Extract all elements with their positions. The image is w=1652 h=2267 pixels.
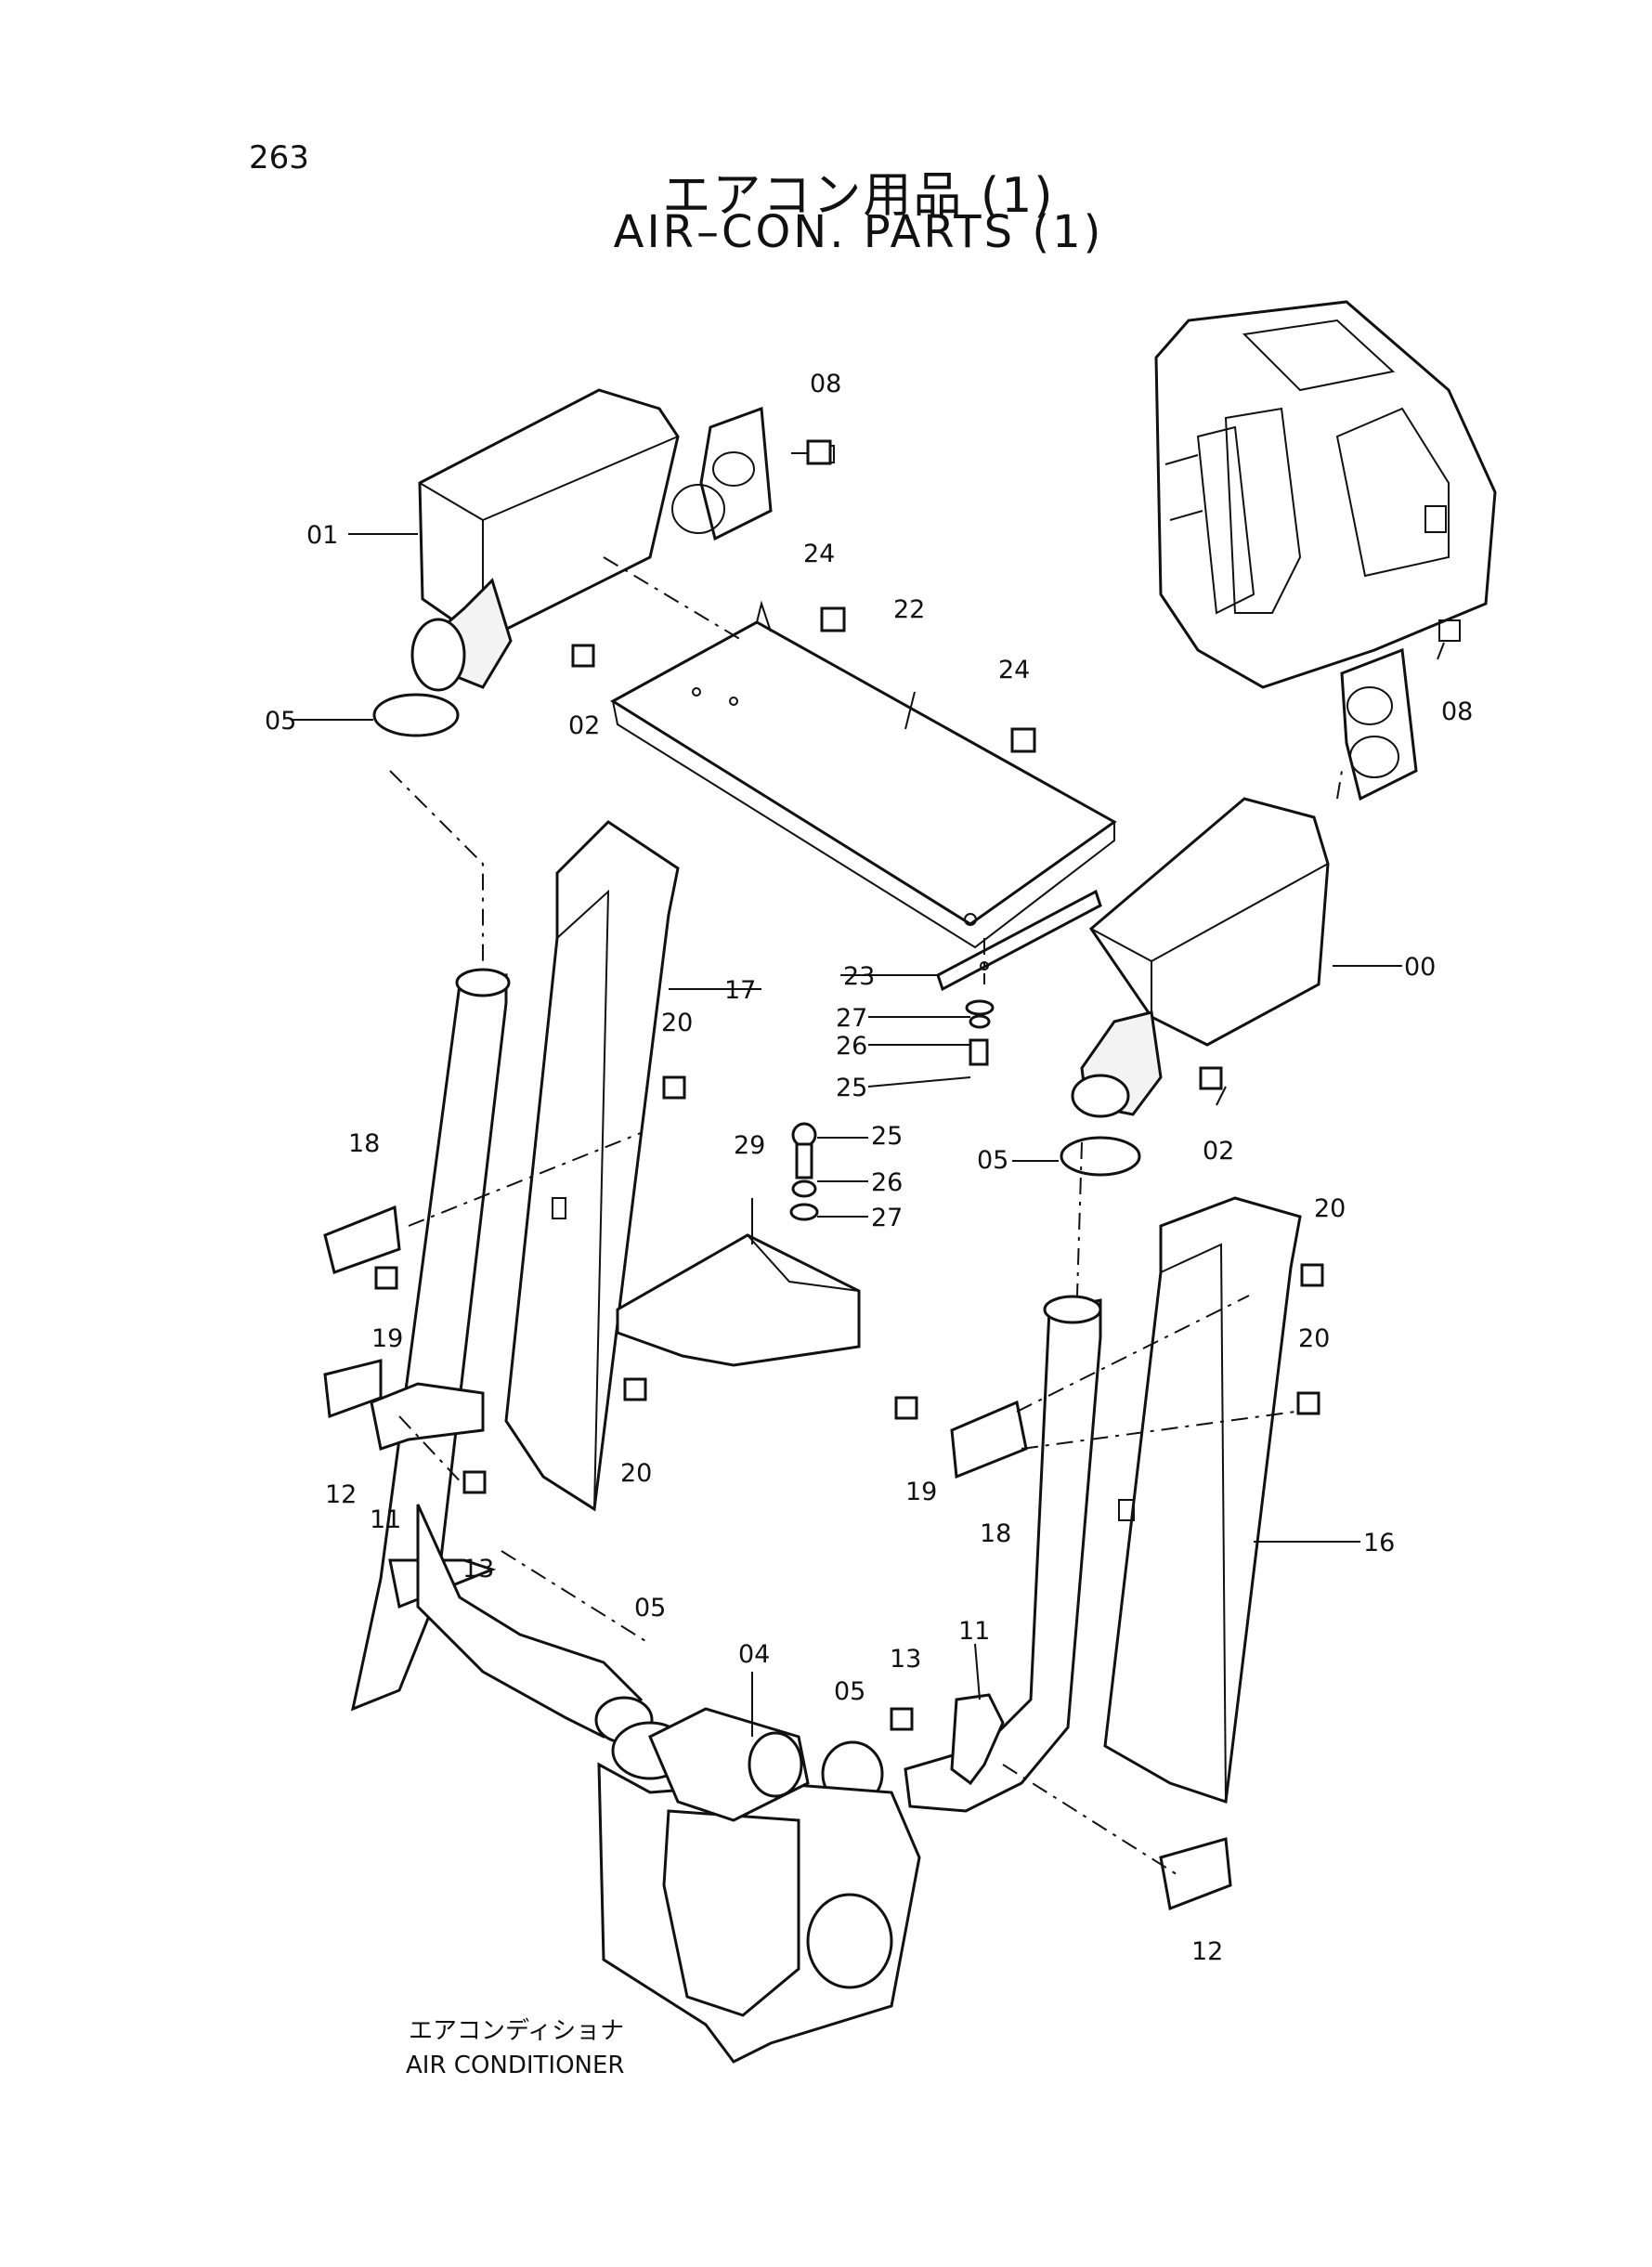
callout-17: 17 (724, 976, 756, 1005)
callout-11-right: 11 (958, 1617, 990, 1646)
callout-11-left: 11 (370, 1505, 401, 1534)
callout-23: 23 (843, 962, 875, 991)
cover-17 (504, 820, 680, 1512)
leader-lines (293, 533, 1402, 1737)
callout-20-upper: 20 (661, 1009, 693, 1037)
callout-20-right-upper: 20 (1314, 1194, 1346, 1223)
callout-26-lower: 26 (871, 1168, 903, 1197)
clamp-05-right (1060, 1136, 1141, 1177)
clip-11-right (950, 1693, 1005, 1786)
callout-labels: 00 01 02 02 04 05 05 05 05 08 08 11 11 1… (265, 370, 1473, 1966)
callout-12-left: 12 (325, 1480, 357, 1509)
callout-02-right: 02 (1203, 1137, 1234, 1166)
callout-27-upper: 27 (836, 1004, 867, 1033)
bracket-18-right (950, 1400, 1028, 1479)
callout-05-lower-left: 05 (634, 1594, 666, 1622)
air-conditioner-unit (597, 1707, 921, 2064)
callout-25-upper: 25 (836, 1074, 867, 1102)
page-number: 263 (249, 139, 309, 176)
bracket-29 (616, 1233, 861, 1367)
callout-25-lower: 25 (871, 1122, 903, 1151)
cover-16 (1103, 1196, 1302, 1804)
callout-24-upper: 24 (803, 540, 835, 568)
callout-19-right: 19 (905, 1478, 937, 1506)
duct-01 (410, 388, 680, 692)
callout-13-right: 13 (890, 1645, 921, 1674)
tray-22 (610, 600, 1117, 949)
callout-08-upper: 08 (810, 370, 841, 398)
callout-05-lower-mid: 05 (834, 1677, 865, 1706)
page-title-japanese: エアコン用品 (1) (662, 168, 1055, 224)
callout-20-right-lower: 20 (1298, 1324, 1330, 1353)
callout-01: 01 (306, 521, 338, 550)
callout-26-upper: 26 (836, 1032, 867, 1061)
plate-08-upper (671, 406, 835, 541)
callout-13-left: 13 (462, 1555, 494, 1583)
caption-japanese: エアコンディショナ (409, 2017, 624, 2045)
connector-lines (389, 556, 1343, 1877)
callout-05-upper: 05 (265, 707, 296, 736)
page-title-english: AIR–CON. PARTS (1) (613, 206, 1104, 258)
callout-04: 04 (738, 1640, 770, 1669)
plate-08-right (1340, 619, 1461, 801)
callout-20-mid: 20 (620, 1459, 652, 1488)
callout-00: 00 (1404, 953, 1436, 982)
duct-00 (1071, 797, 1330, 1118)
callout-18-left: 18 (348, 1129, 380, 1158)
callout-24-right: 24 (998, 656, 1030, 684)
callout-16: 16 (1363, 1529, 1395, 1557)
pipe-right (904, 1295, 1102, 1813)
callout-12-right: 12 (1191, 1937, 1223, 1966)
callout-29: 29 (734, 1131, 765, 1160)
callout-02-upper: 02 (568, 711, 600, 740)
hose-left-lower (416, 1504, 654, 1744)
clamp-05-upper (372, 693, 460, 737)
callout-18-right: 18 (980, 1519, 1011, 1548)
callout-08-right: 08 (1441, 697, 1473, 726)
callout-22: 22 (893, 595, 925, 624)
callout-19-left: 19 (371, 1324, 403, 1353)
bracket-12-11-left (323, 1359, 485, 1451)
callout-05-right: 05 (977, 1146, 1008, 1175)
caption-english: AIR CONDITIONER (406, 2052, 625, 2079)
callout-27-lower: 27 (871, 1204, 903, 1232)
bracket-18-left (323, 1205, 401, 1274)
cab-illustration (1154, 300, 1497, 689)
screws (374, 439, 1324, 1731)
bracket-12-right (1159, 1837, 1232, 1911)
